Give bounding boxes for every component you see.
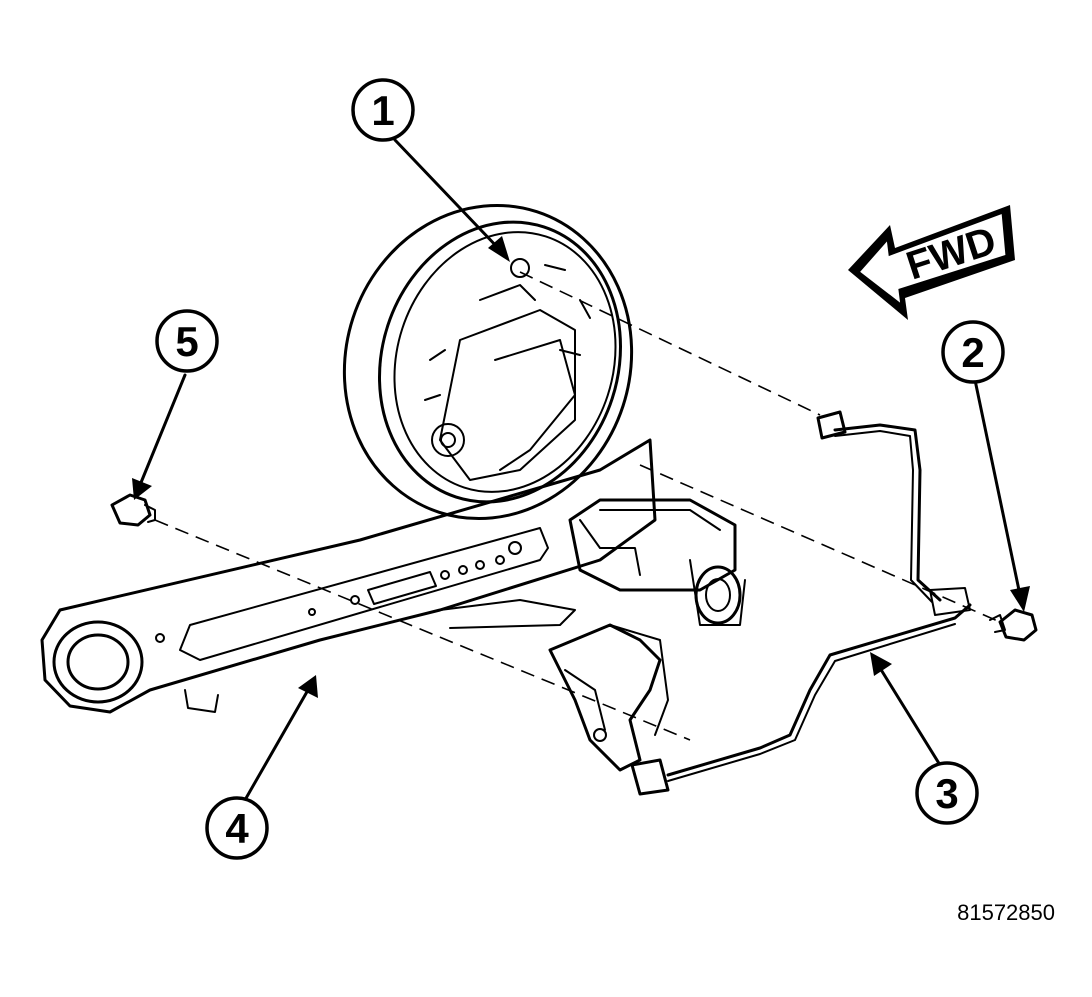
callout-1: 1: [351, 78, 415, 142]
callout-4-label: 4: [225, 805, 249, 852]
callout-4: 4: [205, 796, 269, 860]
bolt-left: [110, 493, 156, 527]
brake-drum: [342, 203, 634, 521]
leader-arrows: [132, 138, 1030, 802]
callout-1-label: 1: [371, 87, 394, 134]
callout-2-label: 2: [961, 329, 984, 376]
callout-5-label: 5: [175, 318, 198, 365]
callout-3-label: 3: [935, 770, 958, 817]
valve-bracket: [548, 623, 670, 796]
figure-code: 81572850: [957, 900, 1055, 925]
trailing-arm: [40, 438, 746, 714]
forward-direction-arrow: FWD: [848, 205, 1015, 320]
callout-3: 3: [915, 761, 979, 825]
bolt-right: [989, 608, 1038, 642]
callout-2: 2: [941, 320, 1005, 384]
brake-tube: [666, 410, 972, 782]
callout-5: 5: [155, 309, 219, 373]
alignment-lines: [154, 271, 1001, 741]
